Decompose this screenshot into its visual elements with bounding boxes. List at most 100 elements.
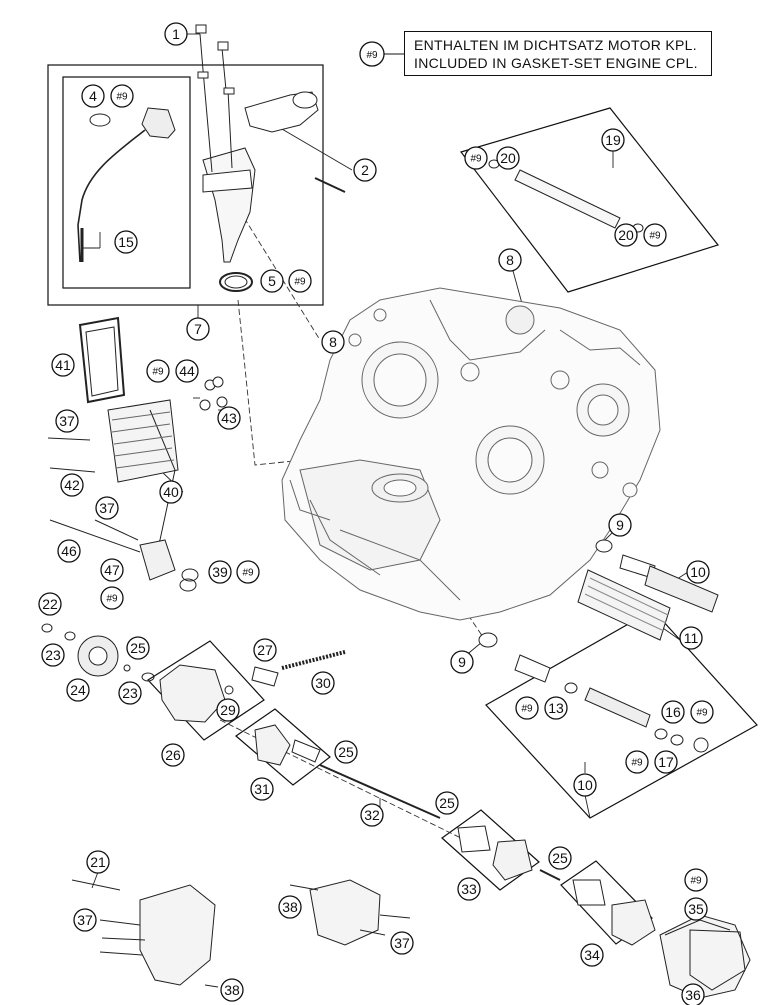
callout-c34: 34 (580, 943, 604, 967)
legend-line-german: ENTHALTEN IM DICHTSATZ MOTOR KPL. (414, 36, 697, 53)
callout-c19ag: #9 (464, 146, 488, 170)
callout-label: 25 (338, 744, 354, 760)
callout-c29: 29 (216, 698, 240, 722)
callout-label: 25 (130, 640, 146, 656)
callout-circle (161, 743, 185, 767)
callout-circle (661, 700, 685, 724)
callout-c16: 16 (661, 700, 685, 724)
callout-label: 22 (42, 596, 58, 612)
callout-circle (573, 773, 597, 797)
callout-c16g: #9 (690, 700, 714, 724)
callout-label: 13 (548, 700, 564, 716)
callout-circle (175, 359, 199, 383)
callout-c44: 44 (175, 359, 199, 383)
callout-label: 9 (458, 654, 466, 670)
callout-label: 39 (212, 564, 228, 580)
callout-c19bg: #9 (643, 223, 667, 247)
callout-c35g: #9 (684, 868, 708, 892)
callout-c38b: 38 (220, 978, 244, 1002)
callout-circle (278, 895, 302, 919)
callout-c1: 1 (164, 22, 188, 46)
callout-label: 47 (104, 562, 120, 578)
callout-c4: 4 (81, 84, 105, 108)
callout-circle (126, 636, 150, 660)
callout-circle (580, 943, 604, 967)
callout-label: 23 (45, 647, 61, 663)
legend-line-english: INCLUDED IN GASKET-SET ENGINE CPL. (414, 54, 698, 71)
callout-label: 8 (329, 334, 337, 350)
callout-label: 24 (70, 682, 86, 698)
oil-cooler-assembly (47, 316, 228, 592)
callout-circle (217, 406, 241, 430)
callout-label: 38 (282, 899, 298, 915)
callout-c33: 33 (457, 877, 481, 901)
callout-circle (390, 931, 414, 955)
callout-label: 36 (685, 987, 701, 1003)
callout-c8a: 8 (498, 248, 522, 272)
legend-marker: #9 (359, 41, 404, 67)
callout-label: 35 (688, 901, 704, 917)
callout-circle (66, 678, 90, 702)
callout-circle (498, 248, 522, 272)
callout-label: 26 (165, 747, 181, 763)
callout-c5: 5 (260, 269, 284, 293)
callout-label: 43 (221, 410, 237, 426)
callout-label: #9 (294, 277, 306, 288)
callout-c22: 22 (38, 592, 62, 616)
callout-circle (146, 359, 170, 383)
callout-label: 10 (690, 564, 706, 580)
callout-label: 8 (506, 252, 514, 268)
callout-c10b: 10 (573, 773, 597, 797)
callout-label: 41 (55, 357, 71, 373)
callout-c43: 43 (217, 406, 241, 430)
callout-c25a: 25 (126, 636, 150, 660)
oil-pipe-assembly (488, 159, 644, 233)
callout-label: 31 (254, 781, 270, 797)
callout-label: 38 (224, 982, 240, 998)
callout-c19: 19 (601, 128, 625, 152)
callout-label: 4 (89, 88, 97, 104)
callout-circle (86, 850, 110, 874)
callout-label: 21 (90, 854, 106, 870)
callout-circle (57, 539, 81, 563)
callout-circle (55, 409, 79, 433)
callout-circle (95, 496, 119, 520)
callout-c20b: 20 (614, 223, 638, 247)
legend-marker-label: #9 (366, 50, 378, 61)
callout-c9a: 9 (608, 513, 632, 537)
callout-c17: 17 (654, 750, 678, 774)
callout-c9b: 9 (450, 650, 474, 674)
callout-c25b: 25 (334, 740, 358, 764)
callout-label: #9 (649, 231, 661, 242)
callout-label: #9 (106, 594, 118, 605)
pump-housing-bottom (71, 879, 411, 988)
callout-c37c: 37 (73, 908, 97, 932)
callout-c23b: 23 (118, 681, 142, 705)
callout-circle (38, 592, 62, 616)
callout-label: 30 (315, 675, 331, 691)
callout-label: 44 (179, 363, 195, 379)
group-box-pump-rotor-34 (560, 860, 653, 945)
callout-label: 29 (220, 702, 236, 718)
callout-label: 34 (584, 947, 600, 963)
callout-label: 25 (552, 850, 568, 866)
callout-circle (643, 223, 667, 247)
callout-circle (548, 846, 572, 870)
callout-circle (220, 978, 244, 1002)
callout-circle (614, 223, 638, 247)
callout-circle (208, 560, 232, 584)
callout-circle (186, 317, 210, 341)
callout-c39: 39 (208, 560, 232, 584)
callout-label: 5 (268, 273, 276, 289)
callout-circle (260, 269, 284, 293)
callout-c36: 36 (681, 983, 705, 1005)
callout-label: 40 (163, 484, 179, 500)
oil-filter-assembly (478, 539, 719, 753)
callout-c2: 2 (353, 158, 377, 182)
callout-label: 20 (618, 227, 634, 243)
callout-circle (60, 473, 84, 497)
legend-box: ENTHALTEN IM DICHTSATZ MOTOR KPL. INCLUD… (404, 31, 712, 76)
callout-circle (114, 230, 138, 254)
callout-circle (625, 750, 649, 774)
callout-circle (435, 791, 459, 815)
